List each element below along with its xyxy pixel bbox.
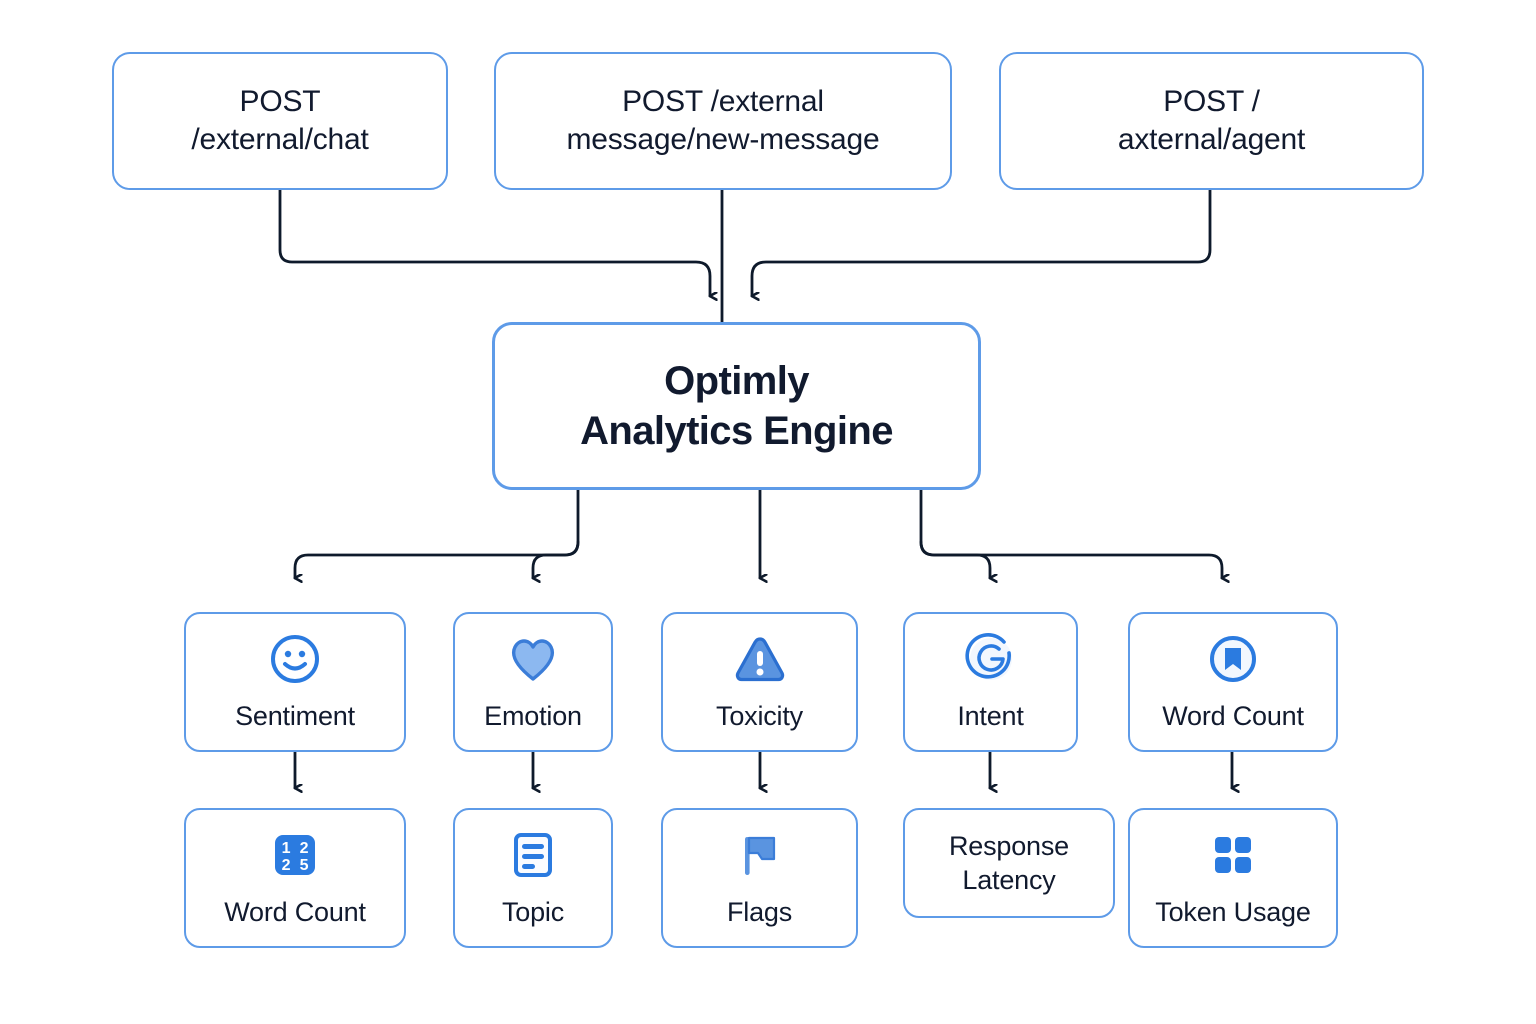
- metric-label-toxicity: Toxicity: [716, 700, 803, 731]
- metric-box-word-count[interactable]: Word Count: [1128, 612, 1338, 752]
- metric-box-sentiment[interactable]: Sentiment: [184, 612, 406, 752]
- number-grid-icon: 1 2 2 5: [267, 827, 323, 883]
- link-agent-to-engine: [752, 188, 1212, 296]
- endpoint-box-new-message[interactable]: POST /external message/new-message: [494, 52, 952, 190]
- link-engine-to-word-count: [919, 540, 1222, 578]
- endpoint-agent-line2: axternal/agent: [1117, 123, 1306, 156]
- metric-box-topic[interactable]: Topic: [453, 808, 613, 948]
- metric-label-sentiment: Sentiment: [235, 700, 355, 731]
- heart-icon: [505, 631, 561, 687]
- endpoint-box-chat[interactable]: POST /external/chat: [112, 52, 448, 190]
- four-squares-icon: [1205, 827, 1261, 883]
- endpoint-message-line1: POST /external: [622, 85, 824, 119]
- metric-box-response-latency[interactable]: Response Latency: [903, 808, 1115, 918]
- endpoint-agent-line1: POST /: [1163, 85, 1260, 119]
- svg-text:2: 2: [282, 857, 291, 874]
- metric-label-word-count: Word Count: [1162, 700, 1304, 731]
- link-engine-to-sentiment: [295, 488, 580, 578]
- metric-label-emotion: Emotion: [484, 700, 582, 731]
- target-spiral-icon: [963, 631, 1019, 687]
- endpoint-chat-line1: POST: [239, 85, 321, 119]
- document-lines-icon: [505, 827, 561, 883]
- metric-box-token-usage[interactable]: Token Usage: [1128, 808, 1338, 948]
- metric-label-response-latency: Response Latency: [949, 830, 1069, 895]
- smiley-face-icon: [267, 631, 323, 687]
- endpoint-box-agent[interactable]: POST / axternal/agent: [999, 52, 1424, 190]
- metric-label-intent: Intent: [957, 700, 1024, 731]
- engine-title-line2: Analytics Engine: [580, 409, 893, 453]
- metric-label-word-count-2: Word Count: [224, 896, 366, 927]
- link-engine-to-intent: [919, 488, 990, 578]
- bookmark-circle-icon: [1205, 631, 1261, 687]
- metric-box-word-count-2[interactable]: 1 2 2 5 Word Count: [184, 808, 406, 948]
- svg-text:5: 5: [300, 857, 309, 874]
- svg-text:2: 2: [300, 840, 309, 857]
- engine-box[interactable]: Optimly Analytics Engine: [492, 322, 981, 490]
- metric-label-topic: Topic: [501, 896, 565, 927]
- metric-box-intent[interactable]: Intent: [903, 612, 1078, 752]
- metric-label-token-usage: Token Usage: [1155, 896, 1311, 927]
- link-chat-to-engine: [278, 188, 710, 296]
- endpoint-message-line2: message/new-message: [566, 123, 880, 156]
- metric-label-flags: Flags: [726, 896, 793, 927]
- endpoint-chat-line2: /external/chat: [191, 123, 369, 156]
- flag-icon: [732, 827, 788, 883]
- warning-triangle-icon: [732, 631, 788, 687]
- engine-title-line1: Optimly: [664, 358, 809, 403]
- svg-text:1: 1: [282, 840, 291, 857]
- metric-box-toxicity[interactable]: Toxicity: [661, 612, 858, 752]
- metric-box-emotion[interactable]: Emotion: [453, 612, 613, 752]
- link-engine-to-emotion: [533, 540, 580, 578]
- metric-box-flags[interactable]: Flags: [661, 808, 858, 948]
